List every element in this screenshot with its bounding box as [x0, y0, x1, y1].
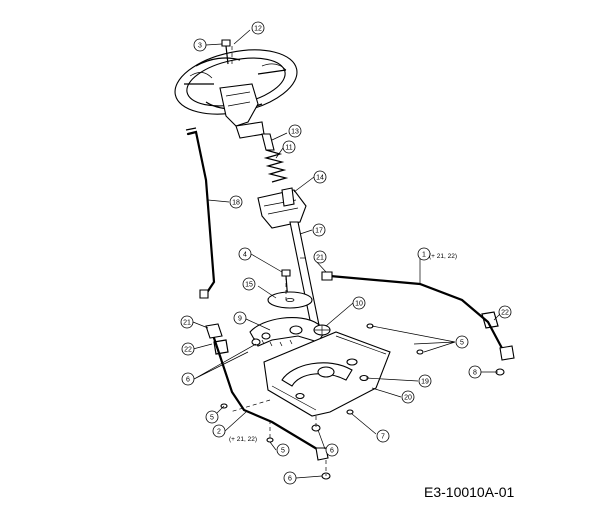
left-tie-rod: [205, 323, 329, 461]
callout-label: 12: [254, 25, 262, 32]
callout-label: 17: [315, 227, 323, 234]
callout-circle: [238, 247, 252, 261]
callout-5: 5: [455, 335, 469, 349]
callout-circle: [181, 342, 195, 356]
callout-label: 21: [316, 254, 324, 261]
drawing-code: E3-10010A-01: [424, 484, 515, 500]
callout-22: 22: [498, 305, 512, 319]
callout-circle: [229, 195, 243, 209]
right-tie-rod: [321, 271, 515, 361]
callout-14: 14: [313, 170, 327, 184]
callout-label: 22: [184, 346, 192, 353]
callout-label: 13: [291, 128, 299, 135]
callout-1: 1: [417, 247, 431, 261]
callout-label: 20: [404, 394, 412, 401]
callout-5: 5: [276, 443, 290, 457]
callout-label: 5: [281, 447, 285, 454]
callout-22: 22: [181, 342, 195, 356]
callout-circle: [251, 21, 265, 35]
callout-label: 14: [316, 174, 324, 181]
callout-label: 7: [381, 433, 385, 440]
leader-lines: [192, 29, 501, 479]
callout-label: 18: [232, 199, 240, 206]
callout-circle: [313, 170, 327, 184]
callout-label: 6: [186, 376, 190, 383]
callout-15: 15: [242, 277, 256, 291]
pinion-gear: [313, 324, 331, 336]
callout-circle: [417, 247, 431, 261]
callout-circle: [205, 410, 219, 424]
callout-circle: [276, 443, 290, 457]
callout-label: 19: [421, 378, 429, 385]
callout-6: 6: [283, 471, 297, 485]
callout-circle: [401, 390, 415, 404]
steering-column: [257, 133, 321, 331]
callout-circle: [181, 372, 195, 386]
callout-8: 8: [468, 365, 482, 379]
callout-circle: [288, 124, 302, 138]
callout-18: 18: [229, 195, 243, 209]
callout-label: 6: [330, 447, 334, 454]
callout-7: 7: [376, 429, 390, 443]
callout-circle: [212, 424, 226, 438]
callout-circle: [313, 250, 327, 264]
callout-label: 15: [245, 281, 253, 288]
steering-base-plate: [263, 331, 391, 417]
callout-5: 5: [205, 410, 219, 424]
tie-rod-note-right: (+ 21, 22): [429, 253, 457, 260]
callout-10: 10: [352, 296, 366, 310]
sector-gear: [249, 317, 327, 347]
callout-circle: [180, 315, 194, 329]
callout-label: 3: [198, 42, 202, 49]
callout-9: 9: [233, 311, 247, 325]
callout-label: 10: [355, 300, 363, 307]
callout-17: 17: [312, 223, 326, 237]
callout-label: 4: [243, 251, 247, 258]
callout-label: 6: [288, 475, 292, 482]
callout-circle: [325, 443, 339, 457]
callout-label: 5: [460, 339, 464, 346]
callout-label: 9: [238, 315, 242, 322]
callout-circle: [455, 335, 469, 349]
callout-circle: [233, 311, 247, 325]
callout-12: 12: [251, 21, 265, 35]
callout-6: 6: [325, 443, 339, 457]
callout-21: 21: [180, 315, 194, 329]
drag-link-rod: [185, 127, 216, 299]
callout-13: 13: [288, 124, 302, 138]
callout-circle: [282, 140, 296, 154]
assembly-lines: [229, 46, 327, 476]
callout-label: 22: [501, 309, 509, 316]
callout-19: 19: [418, 374, 432, 388]
guide-disc: [267, 291, 313, 309]
callout-circle: [242, 277, 256, 291]
steering-wheel: [174, 49, 298, 139]
callout-21: 21: [313, 250, 327, 264]
callout-4: 4: [238, 247, 252, 261]
callout-2: 2: [212, 424, 226, 438]
callout-label: 21: [183, 319, 191, 326]
callout-20: 20: [401, 390, 415, 404]
callout-label: 5: [210, 414, 214, 421]
callout-circle: [376, 429, 390, 443]
callout-11: 11: [282, 140, 296, 154]
callout-label: 1: [422, 251, 426, 258]
callout-circle: [418, 374, 432, 388]
tie-rod-note-left: (+ 21, 22): [229, 436, 257, 443]
callout-circle: [468, 365, 482, 379]
callout-label: 11: [285, 144, 292, 151]
callout-3: 3: [193, 38, 207, 52]
callout-circle: [193, 38, 207, 52]
callout-circle: [352, 296, 366, 310]
callout-label: 8: [473, 369, 477, 376]
callout-circle: [498, 305, 512, 319]
callout-circle: [283, 471, 297, 485]
callout-label: 2: [217, 428, 221, 435]
callout-circle: [312, 223, 326, 237]
callout-6: 6: [181, 372, 195, 386]
